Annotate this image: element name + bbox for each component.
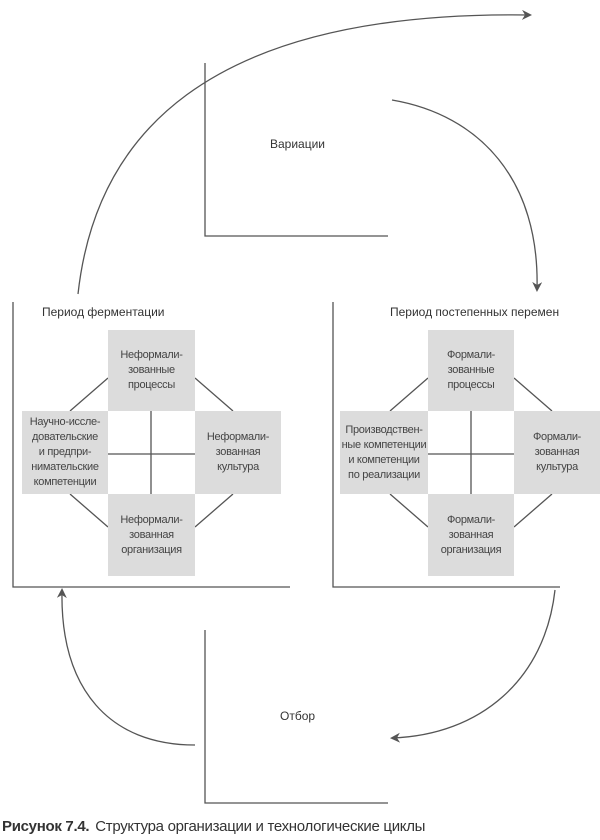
caption-label: Рисунок 7.4. (2, 818, 90, 835)
arrow-variation-to-gradual (391, 99, 543, 292)
selection-label: Отбор (280, 709, 316, 723)
right-panel-title: Период постепенных перемен (390, 305, 560, 319)
right-bottom-box: Формали- зованная организация (428, 494, 514, 576)
right-panel-connectors (389, 377, 553, 528)
arrow-gradual-to-selection (390, 589, 556, 743)
figure-caption: Рисунок 7.4. Структура организации и техн… (2, 818, 425, 835)
left-top-box: Неформали- зованные процессы (108, 330, 195, 411)
right-left-box: Производствен- ные компетенции и компете… (340, 411, 428, 494)
left-panel-axis (12, 302, 290, 588)
left-panel-title: Период ферментации (42, 305, 165, 319)
selection-axis (204, 630, 388, 804)
left-right-box: Неформали- зованная культура (195, 411, 281, 494)
right-top-box: Формали- зованные процессы (428, 330, 514, 411)
left-panel-connectors (69, 377, 234, 528)
left-bottom-box: Неформали- зованная организация (108, 494, 195, 576)
variation-label: Вариации (270, 137, 326, 151)
right-panel-axis (332, 302, 560, 588)
variation-axis (204, 63, 388, 237)
right-right-box: Формали- зованная культура (514, 411, 600, 494)
left-left-box: Научно-иссле- довательские и предпри- ни… (22, 411, 108, 494)
arrow-selection-to-fermentation (56, 588, 196, 746)
arrow-fermentation-to-top (77, 9, 532, 295)
caption-text: Структура организации и технологические … (95, 818, 426, 835)
